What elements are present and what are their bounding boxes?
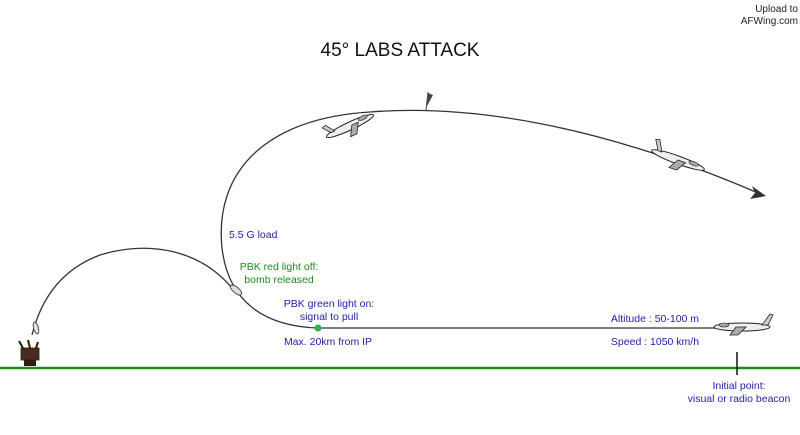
aircraft-loop-icon <box>321 113 375 139</box>
speed-label: Speed : 1050 km/h <box>611 336 699 348</box>
altitude-label: Altitude : 50-100 m <box>611 313 699 325</box>
initial-point-label-2: visual or radio beacon <box>688 393 791 405</box>
bomb-falling-icon <box>32 321 40 335</box>
g-load-label: 5.5 G load <box>229 229 278 241</box>
bomb-trajectory <box>31 247 233 336</box>
loop-apex-marker-pole <box>425 91 429 111</box>
watermark-line-2: AFWing.com <box>741 16 798 27</box>
green-light-label-1: PBK green light on: <box>284 298 374 310</box>
aircraft-trajectory <box>220 109 759 329</box>
pull-signal-point <box>314 324 322 332</box>
target-icon <box>18 339 40 366</box>
watermark-line-1: Upload to <box>755 4 798 15</box>
aircraft-icon <box>713 313 774 336</box>
red-light-label-1: PBK red light off: <box>240 261 319 273</box>
max-range-label: Max. 20km from IP <box>284 336 372 348</box>
bomb-icon <box>229 284 243 296</box>
initial-point-label-1: Initial point: <box>712 380 765 392</box>
arrow-head-icon <box>750 186 766 199</box>
red-light-label-2: bomb released <box>244 274 314 286</box>
diagram-title: 45° LABS ATTACK <box>321 40 480 61</box>
green-light-label-2: signal to pull <box>300 311 358 323</box>
aircraft-exit-icon <box>651 138 705 171</box>
